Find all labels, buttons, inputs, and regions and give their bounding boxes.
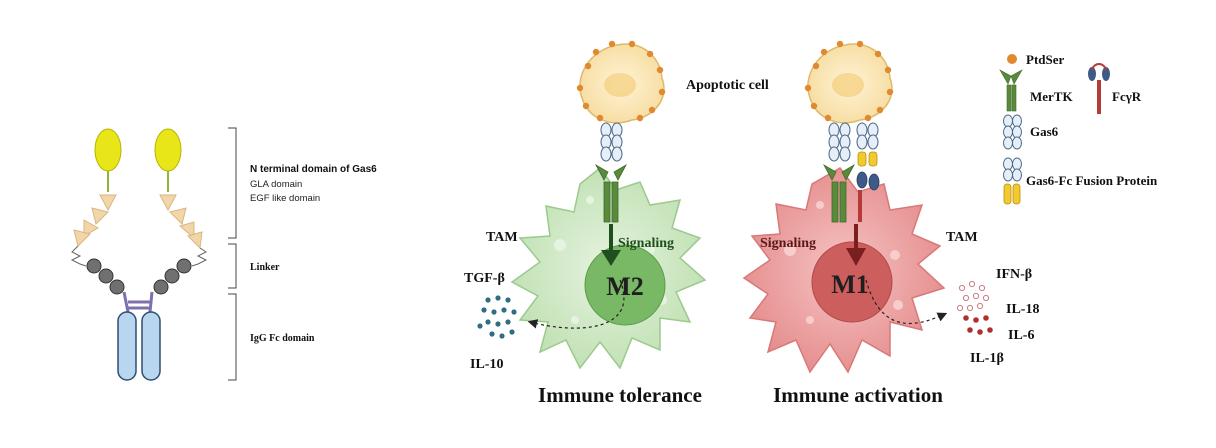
- mertk-receptor-left: [594, 163, 628, 223]
- apoptotic-cell-label: Apoptotic cell: [686, 78, 769, 93]
- gla-domain-left: [94, 128, 122, 172]
- m1-nucleus: [811, 241, 893, 323]
- fcgr-receptor-right: [856, 171, 880, 222]
- fc-domain-label: IgG Fc domain: [250, 333, 315, 344]
- gas6-legend-label: Gas6: [1030, 124, 1059, 139]
- m2-label: M2: [606, 272, 644, 301]
- gla-domain-label: GLA domain: [250, 179, 302, 190]
- gas6-fc-legend-icon: [1003, 157, 1022, 205]
- il-18-label: IL-18: [1006, 302, 1039, 317]
- gas6-fc-legend-label: Gas6-Fc Fusion Protein: [1026, 173, 1158, 188]
- gas6-chain-right: [828, 122, 851, 162]
- gas6-chain-left: [600, 122, 623, 162]
- m1-secretion-path: [865, 279, 948, 325]
- gas6-structure: N terminal domain of Gas6 GLA domain EGF…: [70, 127, 377, 381]
- linker-chain-left: [70, 245, 87, 267]
- m2-signaling-label: Signaling: [618, 236, 674, 251]
- m2-secretion-path: [527, 279, 625, 329]
- m2-nucleus: [584, 244, 666, 326]
- linker-beads: [86, 258, 192, 295]
- m1-panel: M1: [742, 40, 1039, 407]
- linker-label: Linker: [250, 262, 280, 273]
- ifn-beta-label: IFN-β: [996, 267, 1032, 282]
- gas6-fc-tail: [857, 151, 878, 167]
- ptdser-legend-icon: [1007, 54, 1017, 64]
- n-terminal-title: N terminal domain of Gas6: [250, 164, 377, 175]
- linker-chain-right: [191, 247, 208, 267]
- egf-domains-right: [159, 194, 203, 250]
- immune-activation-caption: Immune activation: [773, 383, 943, 407]
- gla-domain-right: [154, 128, 182, 172]
- il-1-beta-label: IL-1β: [970, 351, 1004, 366]
- ptdser-dots-right: [804, 40, 894, 122]
- il-10-label: IL-10: [470, 357, 503, 372]
- fcgr-legend-icon: [1088, 63, 1110, 114]
- mertk-legend-label: MerTK: [1030, 89, 1073, 104]
- m2-tam-label: TAM: [486, 230, 518, 245]
- egf-domains-left: [73, 194, 117, 247]
- domain-brackets: [228, 127, 237, 381]
- m1-tam-label: TAM: [946, 230, 978, 245]
- m2-panel: M2 Signaling TA: [464, 40, 707, 407]
- il-6-label: IL-6: [1008, 328, 1034, 343]
- fcgr-legend-label: FcγR: [1112, 89, 1142, 104]
- immune-tolerance-caption: Immune tolerance: [538, 383, 702, 407]
- il-dots: [963, 315, 993, 335]
- tgf-beta-label: TGF-β: [464, 271, 505, 286]
- ptdser-legend-label: PtdSer: [1026, 52, 1065, 67]
- gas6-fc-chain: [856, 122, 879, 150]
- ptdser-dots-left: [576, 40, 666, 122]
- tgf-beta-dots: [477, 295, 517, 339]
- fc-domain-left: [117, 311, 137, 381]
- m1-signaling-label: Signaling: [760, 236, 816, 251]
- mertk-receptor-right: [822, 163, 856, 223]
- egf-domain-label: EGF like domain: [250, 193, 320, 204]
- ifn-beta-dots: [956, 280, 990, 312]
- fc-domain-right: [141, 311, 161, 381]
- mertk-legend-icon: [999, 69, 1023, 112]
- m1-label: M1: [831, 270, 869, 299]
- gas6-legend-icon: [1003, 114, 1022, 150]
- legend: PtdSer MerTK FcγR Gas6: [999, 52, 1158, 205]
